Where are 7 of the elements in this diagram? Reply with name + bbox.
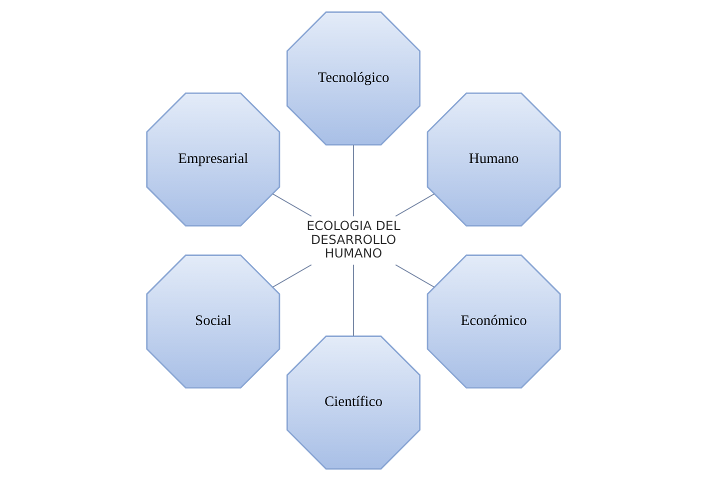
connector xyxy=(395,264,435,288)
connector xyxy=(395,193,435,217)
connector xyxy=(272,193,312,217)
connector xyxy=(353,264,354,337)
connector xyxy=(272,264,312,288)
node-text: ECOLOGIA DEL DESARROLLO HUMANO xyxy=(306,218,400,260)
connector xyxy=(353,144,354,217)
